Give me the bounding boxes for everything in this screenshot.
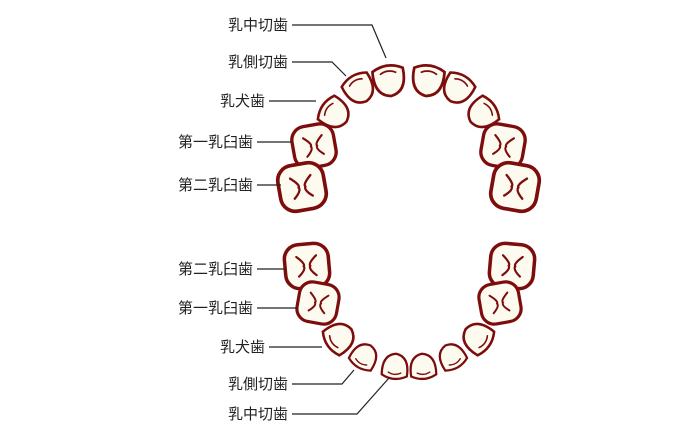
lower-canine — [321, 322, 355, 357]
lower-lateral-incisor — [438, 343, 469, 372]
incisal-edge — [483, 102, 494, 117]
tooth-outline — [275, 160, 329, 214]
tooth-outline — [295, 280, 341, 326]
tooth-outline — [347, 343, 378, 372]
lower-central-incisor — [409, 352, 438, 381]
lower-first-molar — [477, 280, 523, 326]
tooth-outline — [442, 71, 477, 104]
tooth-outline — [488, 160, 542, 214]
molar-groove — [288, 173, 315, 200]
lower-canine — [462, 322, 496, 357]
molar-groove — [488, 291, 511, 315]
incisal-edge — [328, 334, 339, 349]
upper-lateral-incisor — [442, 71, 477, 104]
lower-first-molar — [295, 280, 341, 326]
tooth-outline — [411, 64, 446, 98]
incisal-edge — [379, 70, 397, 76]
upper-canine — [316, 94, 350, 129]
upper-label-first-molar: 第一乳臼歯 — [178, 133, 253, 151]
leader-line — [292, 377, 390, 415]
incisal-edge — [454, 78, 469, 87]
molar-groove — [302, 134, 325, 158]
leader-line — [292, 61, 347, 77]
tooth-outline — [438, 343, 469, 372]
upper-label-lateral-incisor: 乳側切歯 — [228, 53, 288, 71]
incisal-edge — [416, 371, 431, 376]
upper-lateral-incisor — [340, 71, 375, 104]
incisal-edge — [387, 371, 402, 376]
incisal-edge — [448, 357, 461, 366]
lower-second-molar — [487, 241, 537, 291]
upper-label-canine: 乳犬歯 — [220, 92, 265, 110]
tooth-outline — [316, 94, 350, 129]
tooth-outline — [340, 71, 375, 104]
leader-line — [292, 24, 387, 59]
tooth-outline — [409, 352, 438, 381]
lower-label-central-incisor: 乳中切歯 — [228, 405, 288, 423]
tooth-outline — [477, 280, 523, 326]
molar-groove — [295, 254, 318, 278]
lower-label-second-molar: 第二乳臼歯 — [178, 260, 253, 278]
upper-label-second-molar: 第二乳臼歯 — [178, 176, 253, 194]
incisal-edge — [478, 334, 489, 349]
tooth-outline — [371, 64, 406, 98]
molar-groove — [307, 291, 330, 315]
tooth-outline — [321, 322, 355, 357]
incisal-edge — [420, 70, 438, 76]
upper-central-incisor — [371, 64, 406, 98]
molar-groove — [501, 254, 524, 278]
upper-label-central-incisor: 乳中切歯 — [228, 16, 288, 34]
tooth-outline — [467, 94, 501, 129]
leader-line — [292, 369, 355, 385]
lower-lateral-incisor — [347, 343, 378, 372]
molar-groove — [502, 173, 529, 200]
lower-label-canine: 乳犬歯 — [220, 338, 265, 356]
lower-central-incisor — [380, 352, 409, 381]
upper-central-incisor — [411, 64, 446, 98]
incisal-edge — [355, 357, 368, 366]
incisal-edge — [348, 78, 363, 87]
tooth-outline — [462, 322, 496, 357]
upper-canine — [467, 94, 501, 129]
tooth-outline — [380, 352, 409, 381]
upper-second-molar — [275, 160, 329, 214]
lower-label-first-molar: 第一乳臼歯 — [178, 299, 253, 317]
upper-second-molar — [488, 160, 542, 214]
molar-groove — [492, 134, 515, 158]
lower-label-lateral-incisor: 乳側切歯 — [228, 375, 288, 393]
incisal-edge — [323, 102, 334, 117]
